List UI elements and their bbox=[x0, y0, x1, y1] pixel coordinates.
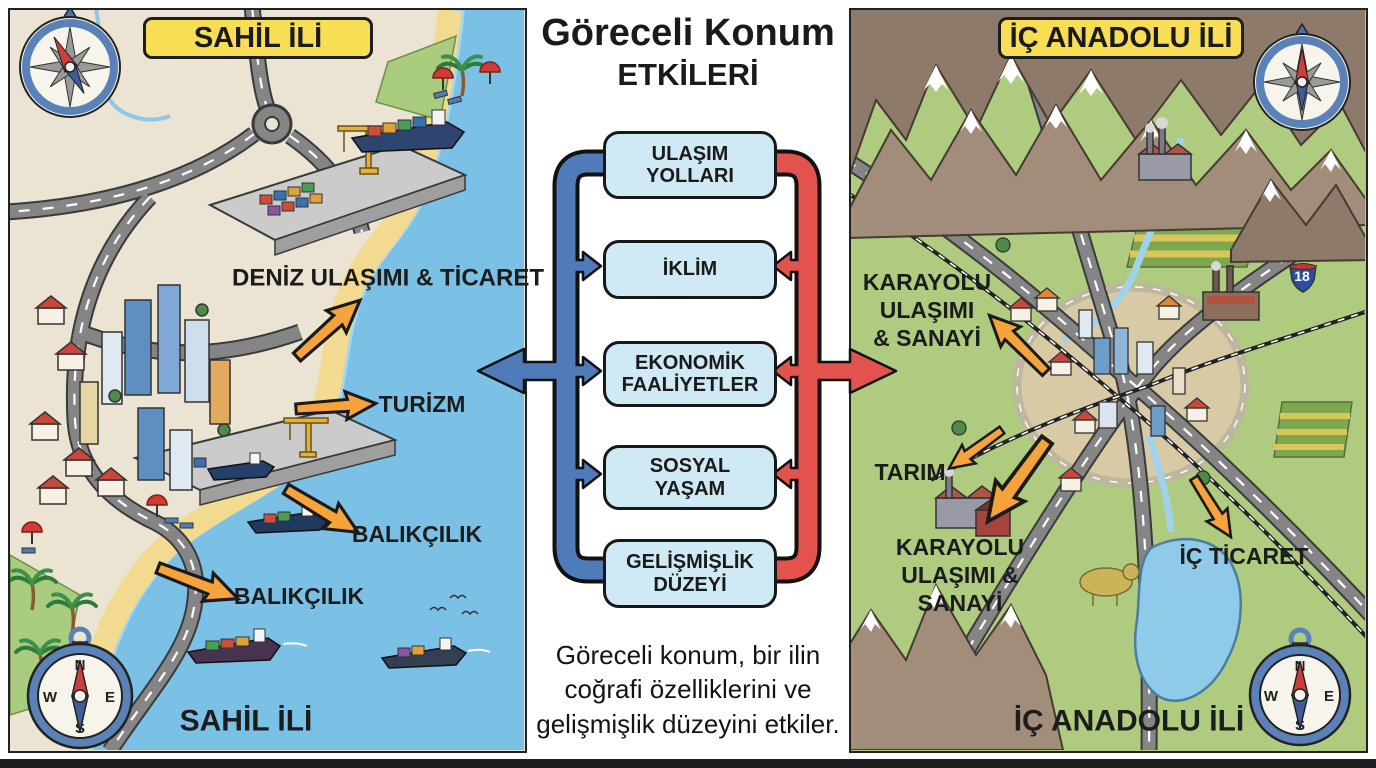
label-road-transport-industry-1: KARAYOLU ULAŞIMI & SANAYİ bbox=[862, 268, 992, 352]
label-fishing-2: BALIKÇILIK bbox=[233, 582, 365, 609]
inland-map-illustration: N S W E bbox=[851, 10, 1365, 750]
city-buildings bbox=[27, 284, 231, 505]
title-line-2: ETKİLERİ bbox=[617, 57, 759, 92]
label-inland-province: İÇ ANADOLU İLİ bbox=[1013, 704, 1245, 738]
flow-box-social-life: SOSYAL YAŞAM bbox=[603, 445, 777, 510]
highway-shield-icon bbox=[1289, 263, 1317, 293]
compass-e: E bbox=[105, 689, 115, 706]
birds bbox=[429, 594, 479, 616]
pocket-compass-icon: N S W E bbox=[26, 626, 134, 750]
hub-buildings bbox=[951, 237, 1211, 492]
label-agriculture: TARIM bbox=[874, 458, 946, 485]
label-tourism: TURİZM bbox=[378, 390, 466, 417]
coastal-province-panel: N S W E bbox=[8, 8, 527, 753]
compass-rose-icon bbox=[1253, 22, 1351, 131]
inland-province-banner: İÇ ANADOLU İLİ bbox=[998, 17, 1244, 59]
beach-loungers bbox=[21, 89, 463, 554]
compass-rose-icon bbox=[19, 10, 121, 118]
relative-location-flowchart bbox=[476, 149, 898, 584]
mountains-bottom bbox=[851, 582, 1065, 750]
label-road-transport-industry-2: KARAYOLU ULAŞIMI & SANAYİ bbox=[895, 533, 1025, 617]
highway-shield-number: 18 bbox=[1294, 268, 1310, 284]
flow-box-transport-routes: ULAŞIM YOLLARI bbox=[603, 131, 777, 199]
footer-caption: Göreceli konum, bir ilin coğrafi özellik… bbox=[536, 640, 840, 739]
label-fishing-1: BALIKÇILIK bbox=[351, 520, 483, 547]
lake bbox=[1133, 537, 1243, 703]
coastal-province-banner: SAHİL İLİ bbox=[143, 17, 373, 59]
flow-box-economic-activities: EKONOMİK FAALİYETLER bbox=[603, 341, 777, 407]
title-line-1: Göreceli Konum bbox=[541, 12, 835, 54]
pocket-compass-icon: N S W E bbox=[1248, 627, 1352, 747]
railways bbox=[851, 192, 1365, 639]
bottom-edge-bar bbox=[0, 759, 1376, 768]
inland-province-panel: N S W E bbox=[849, 8, 1368, 753]
poster-title: Göreceli Konum ETKİLERİ bbox=[527, 12, 849, 93]
cargo-ship bbox=[186, 109, 491, 669]
label-coastal-province: SAHİL İLİ bbox=[179, 704, 313, 738]
compass-e: E bbox=[1324, 688, 1334, 705]
label-domestic-trade: İÇ TİCARET bbox=[1179, 542, 1309, 569]
coastal-map-illustration: N S W E bbox=[10, 10, 524, 750]
label-sea-transport-trade: DENİZ ULAŞIMI & TİCARET bbox=[232, 264, 544, 292]
flow-box-climate: İKLİM bbox=[603, 240, 777, 299]
compass-w: W bbox=[1264, 688, 1279, 705]
flow-box-development-level: GELİŞMİŞLİK DÜZEYİ bbox=[603, 539, 777, 608]
compass-w: W bbox=[43, 689, 58, 706]
goat bbox=[1079, 563, 1140, 606]
